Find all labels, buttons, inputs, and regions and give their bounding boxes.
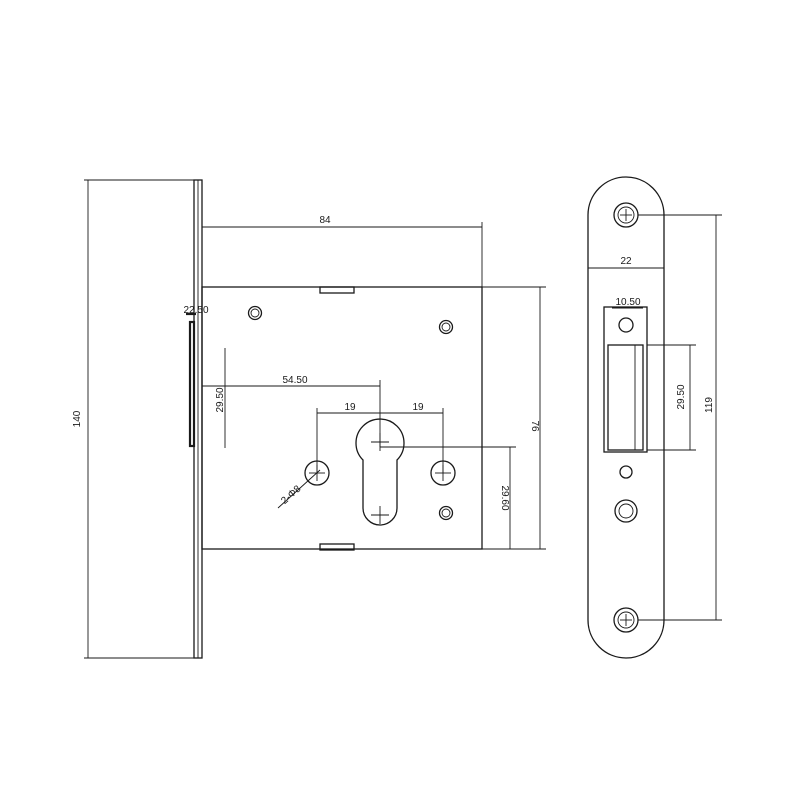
- deadbolt-slot: [603, 306, 648, 453]
- dim-body-width: 84: [319, 215, 331, 226]
- strike-hole-large: [614, 499, 638, 523]
- mount-hole-top-right: [438, 319, 454, 335]
- dim-bolt-width: 10.50: [615, 297, 640, 308]
- mount-hole-top-right-inner: [441, 322, 451, 332]
- strike-plate-outline: [587, 176, 665, 659]
- body-tab-top: [319, 286, 355, 294]
- mount-hole-bottom-right-inner: [441, 508, 451, 518]
- latch-slot: [607, 344, 644, 451]
- strike-hole-small: [619, 465, 633, 479]
- front-view: [186, 179, 483, 659]
- dim-cylinder-height: 29.60: [499, 485, 510, 510]
- body-tab-bottom: [319, 543, 355, 551]
- cylinder-keyhole: [355, 418, 405, 526]
- front-dimensions: 140 84 22.50 54.50 29.50 19 19 76 29.60 …: [72, 179, 546, 659]
- mount-hole-bottom-right: [438, 505, 454, 521]
- dim-latch-offset: 29.50: [215, 387, 226, 412]
- dim-faceplate-offset: 22.50: [183, 305, 208, 316]
- dim-backset: 54.50: [282, 375, 307, 386]
- dim-body-height: 76: [529, 420, 540, 432]
- mount-hole-top-left-inner: [250, 308, 260, 318]
- dim-strike-width: 22: [620, 256, 632, 267]
- bolt-hole: [618, 317, 634, 333]
- dim-screw-holes: 2-Φ8: [279, 483, 303, 506]
- side-dimensions: 22 10.50 29.50 119: [588, 214, 722, 621]
- dim-bolt-height: 29.50: [676, 384, 687, 409]
- mount-hole-top-left: [247, 305, 263, 321]
- dim-strike-height: 119: [704, 397, 715, 413]
- dim-hole-right: 19: [412, 402, 424, 413]
- dim-front-height: 140: [72, 410, 83, 427]
- dim-hole-left: 19: [344, 402, 356, 413]
- side-view: [587, 176, 665, 659]
- latch-protrusion: [188, 320, 196, 448]
